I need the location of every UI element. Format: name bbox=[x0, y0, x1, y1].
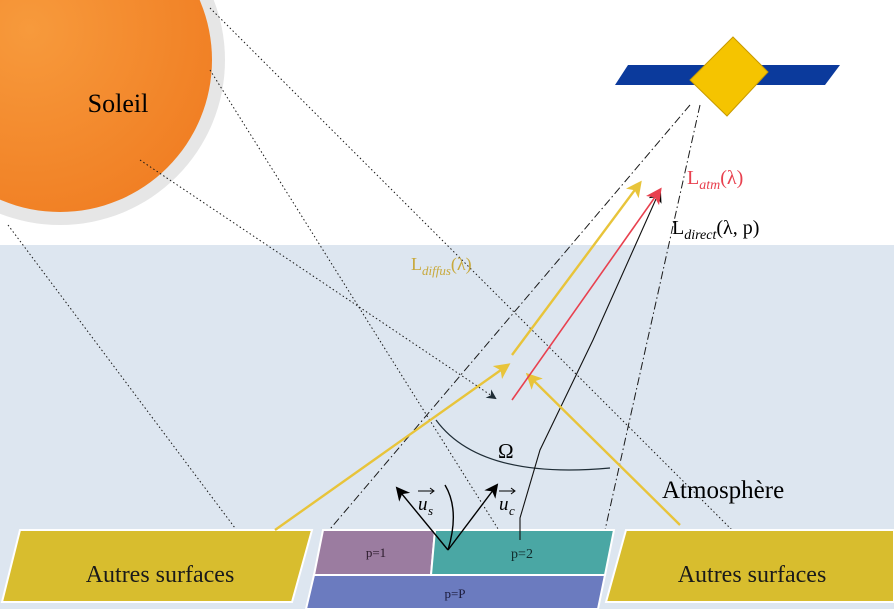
yellow-ray-right bbox=[525, 372, 681, 526]
label-other-surfaces-left: Autres surfaces bbox=[86, 562, 235, 588]
omega-arc bbox=[435, 419, 611, 471]
svg-text:u: u bbox=[418, 494, 428, 515]
label-l-diffus: Ldiffus(λ) bbox=[411, 254, 472, 278]
sun-rays bbox=[7, 7, 752, 550]
svg-text:u: u bbox=[499, 494, 509, 515]
sun-label: Soleil bbox=[88, 89, 149, 118]
svg-text:s: s bbox=[428, 503, 433, 518]
satellite-body bbox=[689, 36, 769, 117]
sun-ray-1 bbox=[7, 224, 252, 550]
normal-arc bbox=[444, 484, 455, 551]
sun: Soleil bbox=[0, 0, 225, 225]
label-p1: p=1 bbox=[366, 545, 386, 560]
satellite-panel-left bbox=[615, 65, 710, 85]
pixel-p2 bbox=[429, 529, 616, 576]
u-s-vector bbox=[395, 486, 449, 551]
other-surface-left bbox=[0, 529, 314, 603]
label-l-direct: Ldirect(λ, p) bbox=[672, 217, 759, 243]
label-pP: p=P bbox=[444, 586, 465, 601]
label-p2: p=2 bbox=[511, 547, 533, 562]
sun-ray-3 bbox=[139, 159, 497, 400]
l-direct-path bbox=[519, 188, 662, 540]
label-l-atm: Latm(λ) bbox=[687, 167, 743, 193]
yellow-ray-up bbox=[511, 180, 642, 356]
atm-ray bbox=[511, 187, 662, 401]
label-atmosphere: Atmosphère bbox=[662, 477, 784, 504]
label-other-surfaces-right: Autres surfaces bbox=[678, 562, 827, 588]
unit-vectors bbox=[395, 483, 499, 551]
label-u-s: u s bbox=[418, 487, 435, 518]
label-u-c: u c bbox=[499, 487, 516, 518]
diffuse-rays bbox=[274, 180, 681, 531]
ground bbox=[0, 529, 894, 609]
svg-text:c: c bbox=[509, 503, 515, 518]
label-omega: Ω bbox=[498, 439, 514, 463]
satellite bbox=[615, 36, 840, 117]
u-c-vector bbox=[447, 483, 499, 551]
field-of-view bbox=[324, 104, 701, 576]
other-surface-right bbox=[604, 529, 894, 603]
sun-ray-2 bbox=[209, 7, 752, 550]
yellow-ray-left bbox=[274, 363, 511, 531]
